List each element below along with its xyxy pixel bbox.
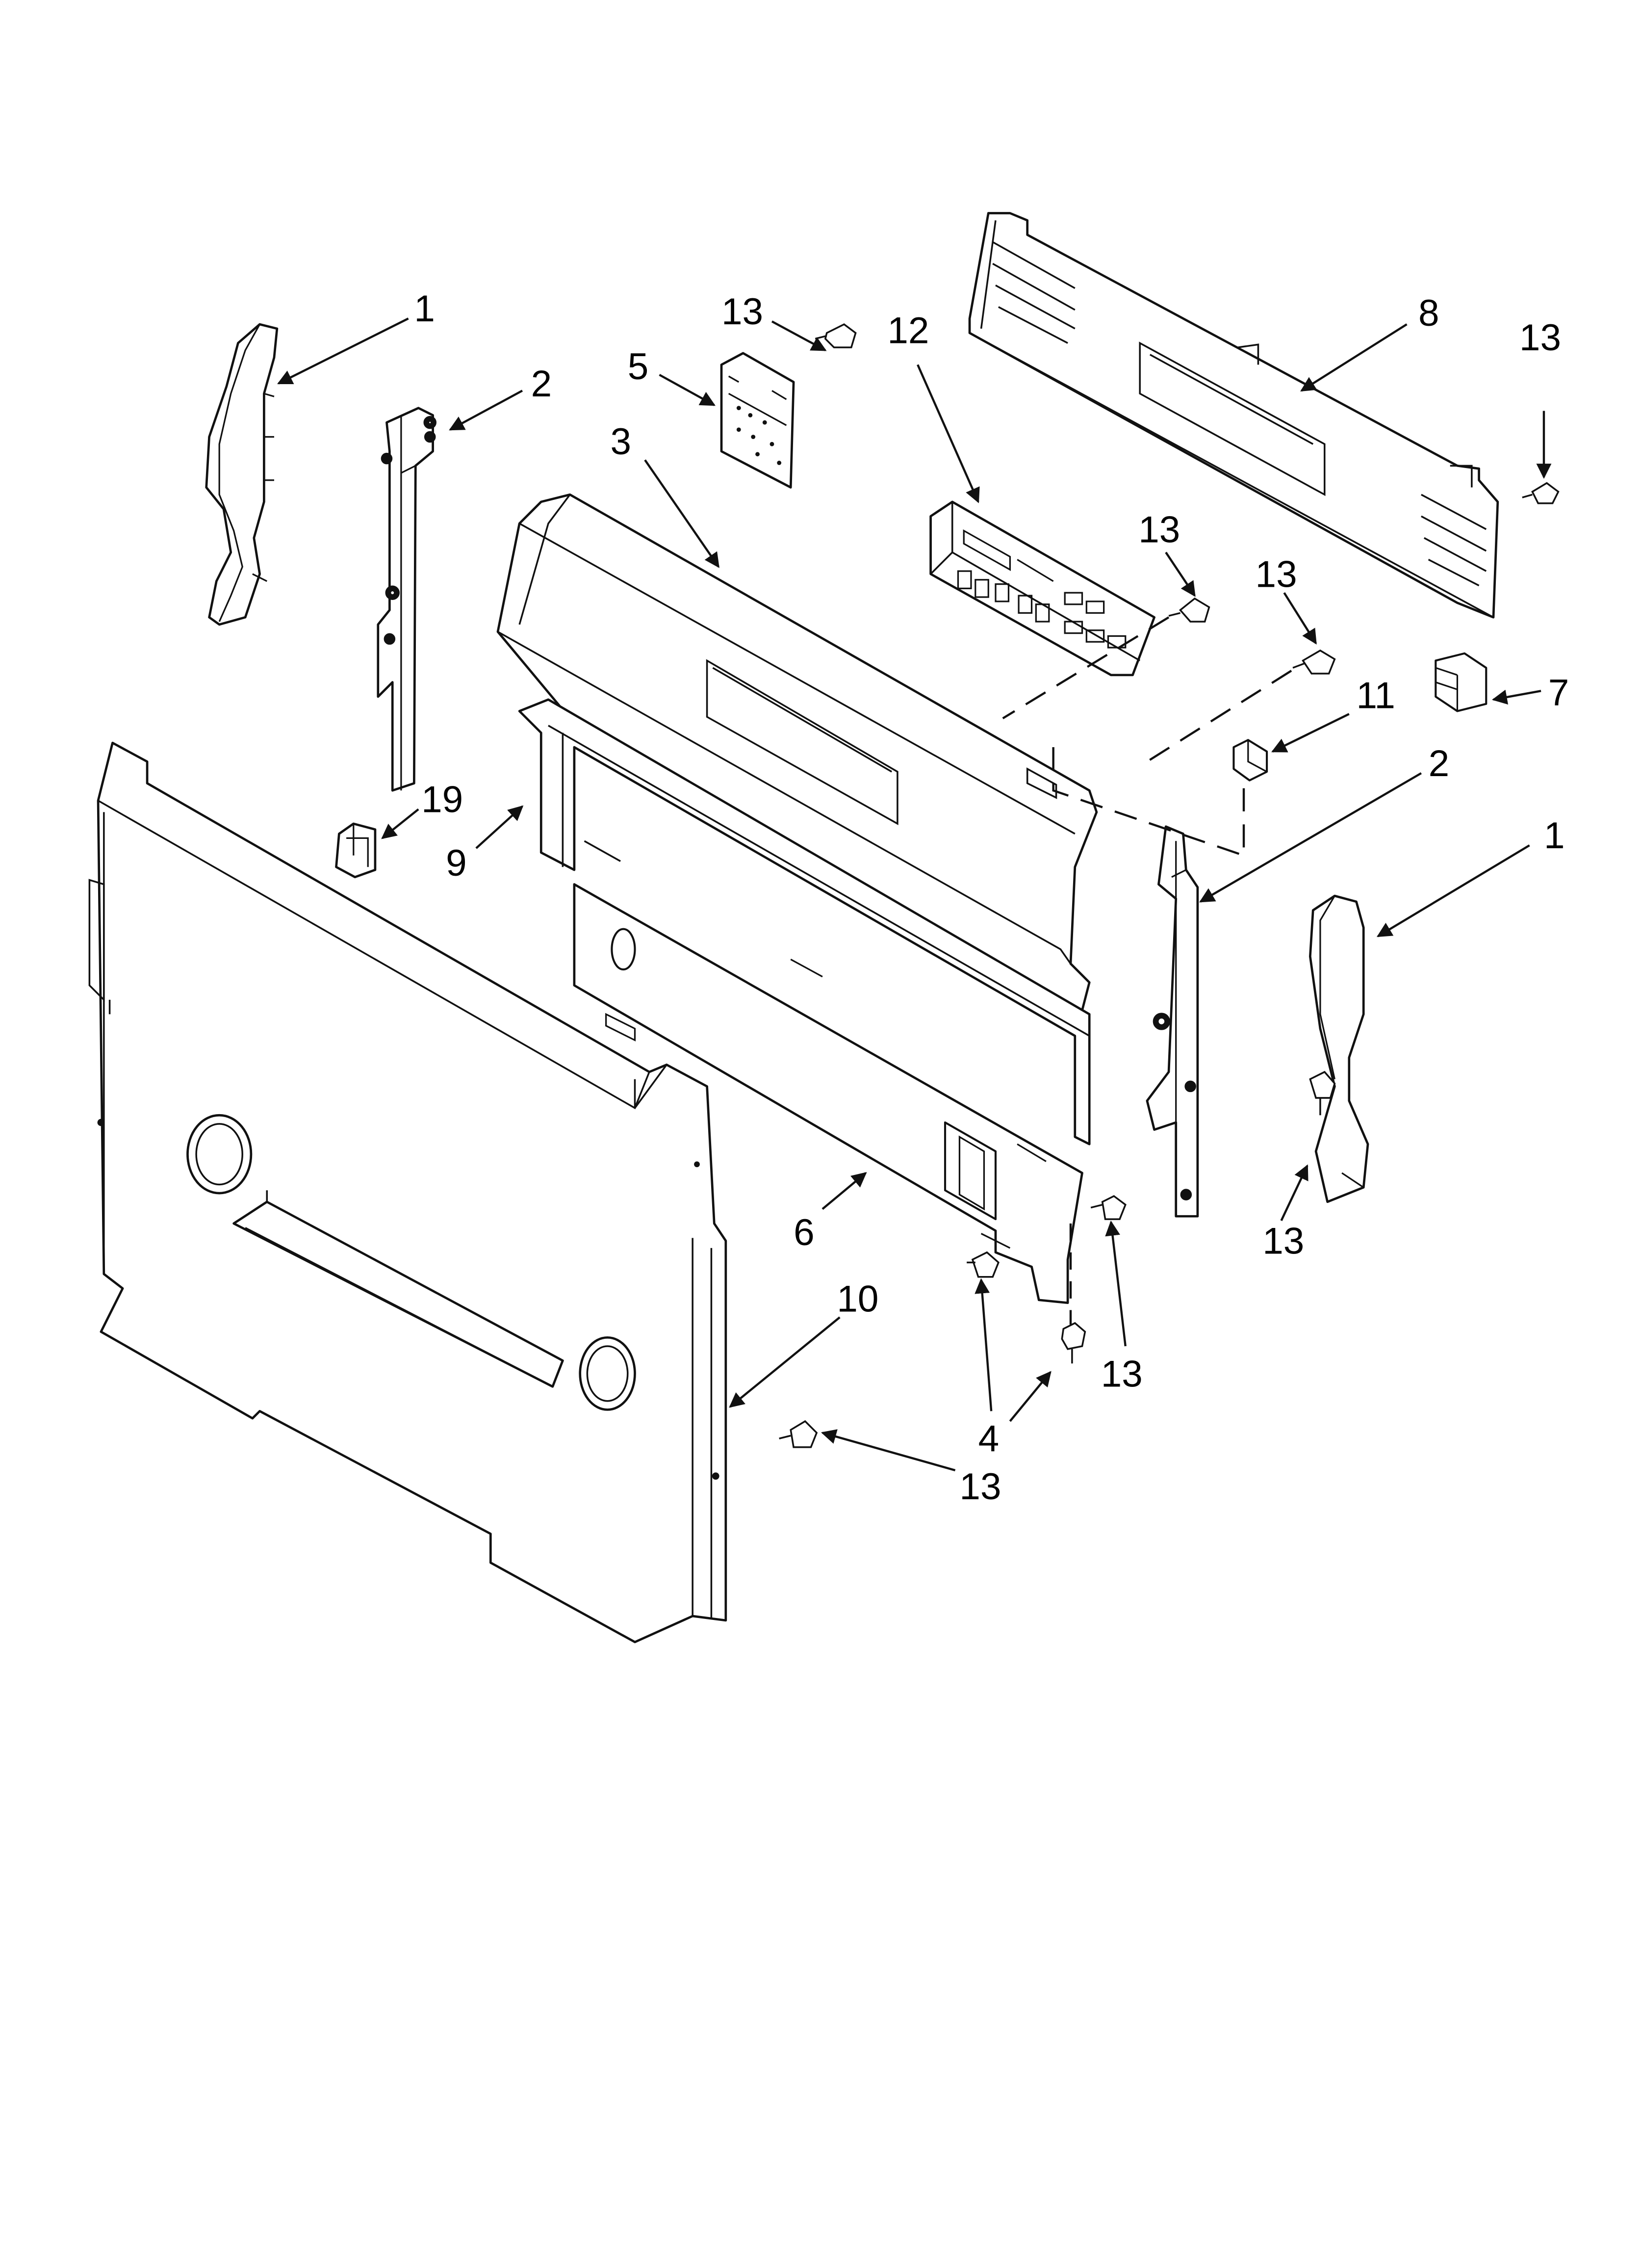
part-9-front-frame bbox=[518, 698, 1091, 1146]
callout-labels: 1 2 3 5 13 12 8 13 13 13 7 11 2 1 19 9 6… bbox=[414, 288, 1569, 1508]
callout-7: 7 bbox=[1548, 672, 1569, 714]
assembly-lines bbox=[1002, 616, 1292, 1325]
part-7-clip bbox=[1435, 652, 1488, 712]
callout-13-endcap: 13 bbox=[1262, 1221, 1304, 1262]
callout-13-right: 13 bbox=[1519, 317, 1561, 359]
callout-13-lower-right: 13 bbox=[1101, 1353, 1143, 1395]
part-8-backguard bbox=[968, 212, 1499, 619]
callout-1-right: 1 bbox=[1544, 815, 1565, 857]
callout-5: 5 bbox=[628, 346, 649, 388]
callout-8: 8 bbox=[1418, 292, 1439, 334]
callout-12: 12 bbox=[887, 310, 929, 351]
part-10-panel bbox=[88, 741, 727, 1643]
callout-13-control: 13 bbox=[1138, 509, 1180, 550]
part-1-right-endcap bbox=[1308, 894, 1369, 1203]
callout-13-top: 13 bbox=[721, 291, 763, 333]
part-5-board bbox=[720, 352, 795, 489]
callout-9: 9 bbox=[446, 842, 467, 884]
callout-2-right: 2 bbox=[1429, 743, 1450, 784]
part-6-inner-panel bbox=[573, 883, 1083, 1304]
callout-19: 19 bbox=[421, 779, 463, 820]
part-11-switch bbox=[1232, 739, 1268, 782]
part-12-control bbox=[929, 500, 1155, 677]
callout-3: 3 bbox=[610, 421, 631, 463]
callout-6: 6 bbox=[794, 1212, 815, 1253]
callout-2-left: 2 bbox=[531, 363, 552, 405]
part-2-left-bracket bbox=[377, 407, 436, 792]
screws bbox=[779, 323, 1560, 1448]
callout-13-switch: 13 bbox=[1256, 553, 1297, 595]
callout-11: 11 bbox=[1356, 675, 1395, 717]
callout-4: 4 bbox=[978, 1418, 1000, 1460]
part-19-clip bbox=[335, 822, 377, 879]
part-1-left-endcap bbox=[205, 323, 279, 626]
callout-1-left: 1 bbox=[414, 288, 435, 330]
part-2-right-bracket bbox=[1146, 825, 1199, 1218]
leader-lines bbox=[277, 317, 1552, 1472]
callout-10: 10 bbox=[837, 1278, 878, 1320]
callout-13-bottom: 13 bbox=[959, 1466, 1001, 1508]
